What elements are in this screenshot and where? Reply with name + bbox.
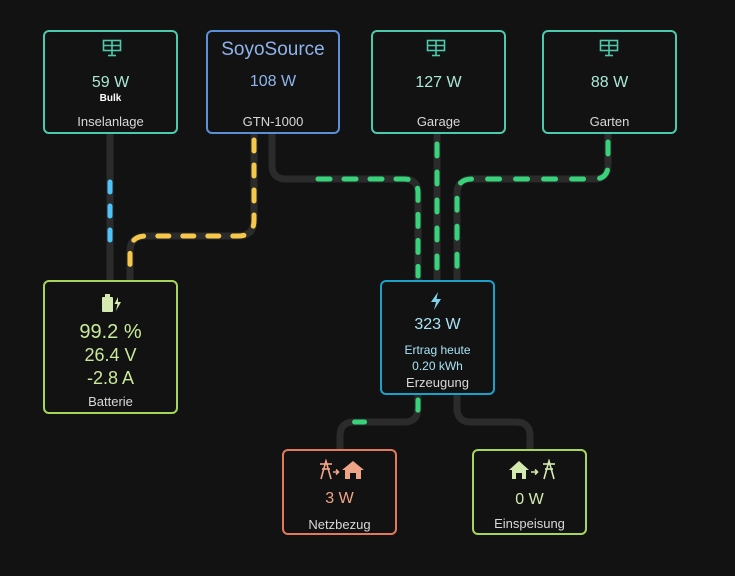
battery-voltage: 26.4 V [84,345,137,365]
flow-soyo-erzeugung [315,176,421,279]
node-inselanlage[interactable]: 59 W Bulk Inselanlage [43,30,178,134]
inselanlage-power: 59 W [91,74,130,91]
erzeugung-yield-value: 0.20 kWh [412,359,463,373]
track-soyo-erzeugung [268,130,422,284]
node-netzbezug[interactable]: 3 W Netzbezug [282,449,397,535]
inselanlage-charge-state: Bulk [99,93,122,104]
netzbezug-power: 3 W [325,490,354,507]
node-batterie[interactable]: 99.2 % 26.4 V -2.8 A Batterie [43,280,178,414]
soyosource-power: 108 W [249,73,297,90]
einspeisung-power: 0 W [515,491,544,508]
node-soyosource[interactable]: SoyoSource 108 W GTN-1000 [206,30,340,134]
track-erzeugung-netzbezug [336,391,422,453]
node-garten[interactable]: 88 W Garten [542,30,677,134]
solar-panel-icon [102,39,122,57]
node-einspeisung[interactable]: 0 W Einspeisung [472,449,587,535]
soyosource-label: GTN-1000 [242,114,304,129]
lightning-icon [431,292,441,310]
flow-soyo-batterie [127,137,257,271]
track-garten-erzeugung [453,130,612,284]
solar-panel-icon [426,39,446,57]
battery-charging-icon [102,294,121,312]
erzeugung-power: 323 W [414,316,461,333]
einspeisung-label: Einspeisung [494,516,565,531]
inselanlage-label: Inselanlage [77,114,144,129]
soyosource-title: SoyoSource [221,39,325,60]
track-soyo-batterie [126,130,258,284]
battery-current: -2.8 A [86,368,135,388]
flow-garten-erzeugung [454,139,611,279]
solar-panel-icon [599,39,619,57]
track-erzeugung-einspeisung [453,391,534,453]
netzbezug-label: Netzbezug [308,517,371,532]
home-to-grid-icon [509,459,555,480]
garten-power: 88 W [590,74,629,91]
garten-label: Garten [589,114,630,129]
battery-soc: 99.2 % [79,321,142,343]
node-erzeugung[interactable]: 323 W Ertrag heute 0.20 kWh Erzeugung [380,280,495,395]
node-garage[interactable]: 127 W Garage [371,30,506,134]
garage-label: Garage [416,114,461,129]
erzeugung-label: Erzeugung [406,375,469,390]
garage-power: 127 W [415,74,462,91]
grid-to-home-icon [320,459,364,480]
batterie-label: Batterie [88,394,133,409]
erzeugung-yield-label: Ertrag heute [404,343,471,357]
